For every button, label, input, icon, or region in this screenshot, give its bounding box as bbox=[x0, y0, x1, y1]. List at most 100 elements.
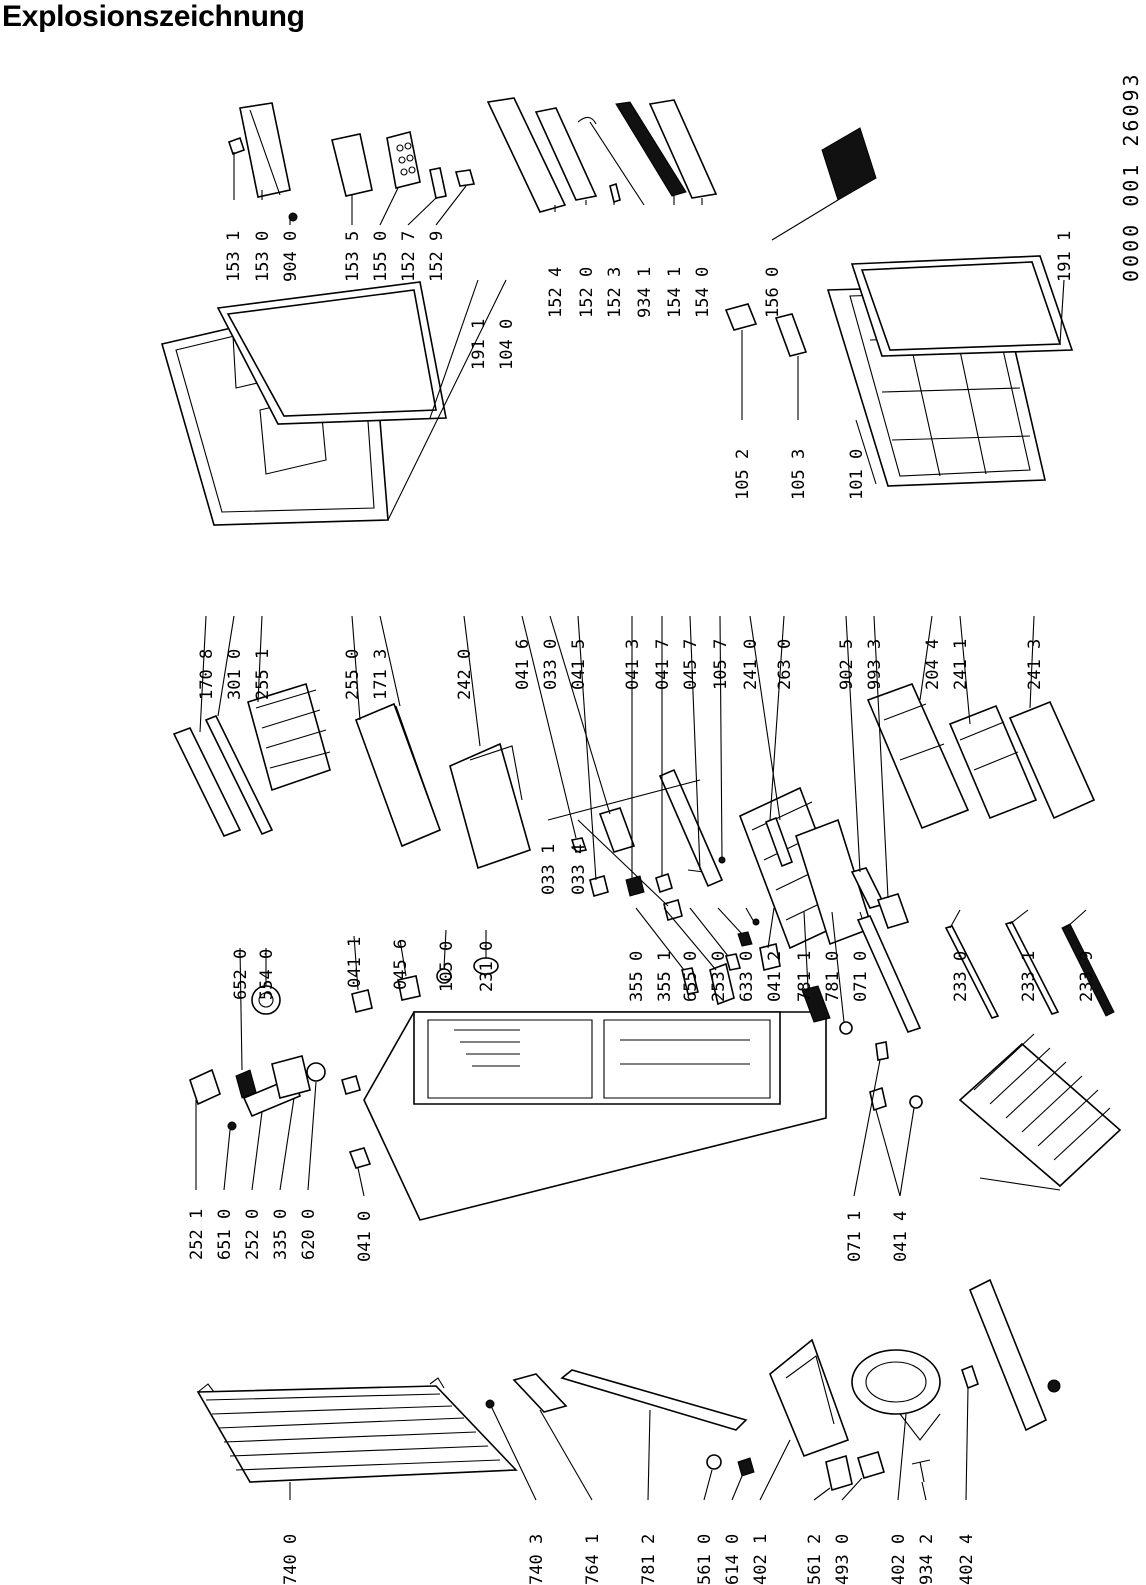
rail-071-0 bbox=[856, 915, 922, 1033]
part-label: 781 2 bbox=[639, 1534, 659, 1585]
part-label: 204 4 bbox=[923, 639, 943, 690]
part-071-1 bbox=[875, 1041, 889, 1061]
hinge-105-3 bbox=[774, 313, 808, 357]
part-label: 655 0 bbox=[681, 951, 701, 1002]
part-label: 993 3 bbox=[865, 639, 885, 690]
part-label: 402 4 bbox=[957, 1534, 977, 1585]
part-label: 934 2 bbox=[917, 1534, 937, 1585]
clip-041-7 bbox=[655, 872, 673, 894]
part-label: 764 1 bbox=[583, 1534, 603, 1585]
part-label: 561 0 bbox=[695, 1534, 715, 1585]
part-label: 041 7 bbox=[653, 639, 673, 690]
part-label: 781 0 bbox=[823, 951, 843, 1002]
part-label: 041 2 bbox=[765, 951, 785, 1002]
part-label: 740 3 bbox=[527, 1534, 547, 1585]
part-label: 614 0 bbox=[723, 1534, 743, 1585]
door-shelf-153-0 bbox=[239, 102, 291, 198]
part-label: 233 1 bbox=[1019, 951, 1039, 1002]
part-781-1 bbox=[801, 985, 831, 1023]
hinge-105-2 bbox=[724, 303, 758, 331]
part-label: 241 1 bbox=[951, 639, 971, 690]
tray-241-1 bbox=[866, 682, 970, 830]
part-label: 252 0 bbox=[243, 1209, 263, 1260]
part-label: 242 0 bbox=[455, 649, 475, 700]
part-label: 045 6 bbox=[391, 939, 411, 990]
part-651-0 bbox=[227, 1121, 237, 1131]
part-label: 071 1 bbox=[845, 1211, 865, 1262]
gasket-191-1-lower bbox=[850, 255, 1074, 357]
clip-934-1 bbox=[577, 116, 597, 125]
part-label: 355 0 bbox=[627, 951, 647, 1002]
strip-171-3 bbox=[395, 705, 441, 831]
part-561-2 bbox=[825, 1454, 853, 1492]
leader-lines bbox=[195, 121, 1087, 1501]
part-label: 651 0 bbox=[215, 1209, 235, 1260]
part-781-0 bbox=[839, 1021, 853, 1035]
part-label: 255 1 bbox=[253, 649, 273, 700]
screw-152-3 bbox=[609, 182, 621, 204]
part-041-1 bbox=[351, 989, 373, 1013]
cover-170-8 bbox=[172, 726, 242, 838]
part-740-3 bbox=[485, 1399, 495, 1409]
door-rail-152-0 bbox=[534, 107, 598, 201]
part-label: 191 1 bbox=[1055, 231, 1075, 282]
part-label: 241 0 bbox=[741, 639, 761, 690]
rail-781-2 bbox=[560, 1369, 748, 1431]
part-652-0 bbox=[235, 1069, 257, 1099]
compressor-402-0 bbox=[851, 1349, 941, 1441]
part-label: 154 0 bbox=[693, 267, 713, 318]
part-label: 241 3 bbox=[1025, 639, 1045, 690]
hinge-152-7 bbox=[429, 167, 447, 199]
part-label: 740 0 bbox=[281, 1534, 301, 1585]
base-plate bbox=[968, 1278, 1048, 1432]
glass-shelf-255-1 bbox=[247, 682, 331, 792]
rail-233-9 bbox=[1061, 923, 1115, 1017]
part-label: 255 0 bbox=[343, 649, 363, 700]
part-label: 402 0 bbox=[889, 1534, 909, 1585]
shelf-154-1 bbox=[615, 101, 687, 197]
gasket-191-1-upper bbox=[216, 281, 447, 425]
part-041-4 bbox=[869, 1086, 923, 1112]
screw-153-1 bbox=[227, 136, 246, 156]
part-label: 033 4 bbox=[569, 844, 589, 895]
part-label: 041 4 bbox=[891, 1211, 911, 1262]
part-045-6 bbox=[397, 975, 421, 1001]
part-label: 781 1 bbox=[795, 951, 815, 1002]
tray-402-1 bbox=[769, 1338, 850, 1458]
clip-041-3 bbox=[625, 875, 645, 897]
part-label: 104 0 bbox=[497, 319, 517, 370]
part-label: 071 0 bbox=[851, 951, 871, 1002]
cover-033-0 bbox=[598, 807, 636, 853]
clip-041-6 bbox=[570, 837, 588, 853]
filter-764-1 bbox=[512, 1373, 568, 1413]
part-253-0 bbox=[737, 931, 753, 947]
part-label: 041 6 bbox=[513, 639, 533, 690]
screw-904-0 bbox=[288, 212, 298, 222]
part-label: 934 1 bbox=[635, 267, 655, 318]
part-label: 105 0 bbox=[437, 941, 457, 992]
part-label: 153 5 bbox=[343, 231, 363, 282]
condenser-740-0 bbox=[196, 1377, 518, 1483]
butter-box-153-5 bbox=[331, 133, 373, 197]
part-label: 041 3 bbox=[623, 639, 643, 690]
part-620-0 bbox=[306, 1062, 326, 1082]
part-label: 152 4 bbox=[546, 267, 566, 318]
rail-233-0 bbox=[944, 925, 1000, 1019]
part-label: 154 1 bbox=[665, 267, 685, 318]
clip-041-5 bbox=[589, 875, 609, 897]
part-label: 105 2 bbox=[733, 449, 753, 500]
part-label: 904 0 bbox=[281, 231, 301, 282]
drawer-241-3 bbox=[1008, 700, 1096, 820]
part-label: 652 0 bbox=[231, 949, 251, 1000]
part-label: 191 1 bbox=[469, 319, 489, 370]
shelf-154-0 bbox=[648, 99, 718, 199]
part-402-4 bbox=[961, 1364, 979, 1390]
part-label: 152 0 bbox=[577, 267, 597, 318]
part-label: 231 0 bbox=[477, 941, 497, 992]
part-label: 402 1 bbox=[751, 1534, 771, 1585]
part-label: 301 0 bbox=[225, 649, 245, 700]
part-252-1 bbox=[189, 1068, 221, 1106]
part-label: 155 0 bbox=[371, 231, 391, 282]
part-label: 493 0 bbox=[833, 1534, 853, 1585]
part-label: 233 0 bbox=[951, 951, 971, 1002]
